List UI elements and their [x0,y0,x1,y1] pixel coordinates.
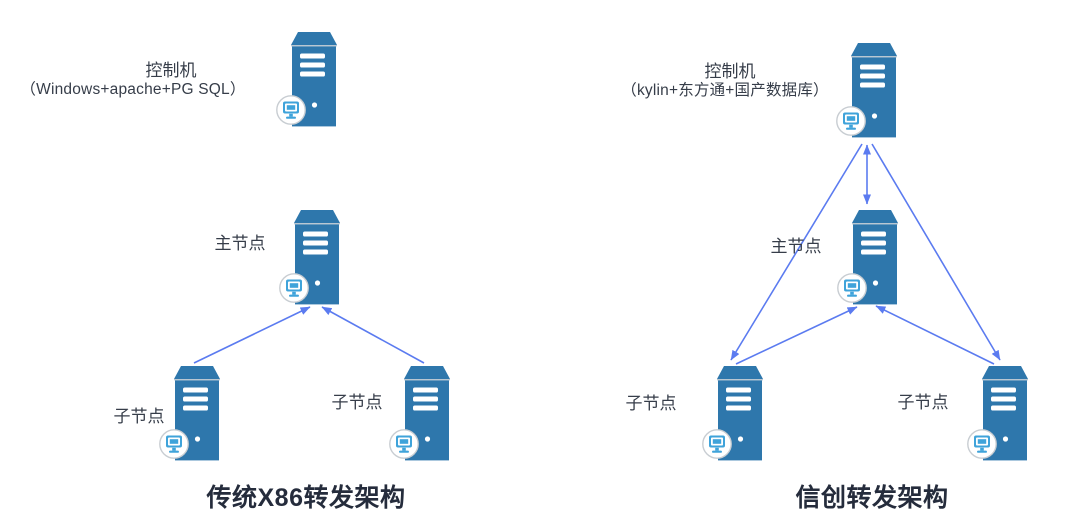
server-icon-x86-controller [274,31,338,129]
x86-master-label: 主节点 [214,234,266,253]
x86-child-left-label: 子节点 [113,407,165,426]
server-icon-x86-child-right [387,365,451,463]
server-icon-x86-master [277,209,341,307]
x86-controller-label: 控制机 [145,61,197,80]
server-icon-xc-controller [834,42,898,140]
server-icon-x86-child-left [157,365,221,463]
edge-x86-child-right-to-master [321,306,425,364]
xc-controller-stack-label: （kylin+东方通+国产数据库） [621,82,829,99]
x86-child-right-label: 子节点 [331,393,383,412]
x86-controller-stack-label: （Windows+apache+PG SQL） [20,81,246,98]
server-icon-xc-child-left [700,365,764,463]
xc-child-right-label: 子节点 [897,393,949,412]
xc-controller-label: 控制机 [704,62,756,81]
server-icon-xc-master [835,209,899,307]
xc-child-left-label: 子节点 [625,394,677,413]
edge-xc-child-left-to-master [735,306,858,365]
xc-master-label: 主节点 [770,237,822,256]
edge-x86-child-left-to-master [193,306,311,364]
edge-xc-child-right-to-master [875,305,995,365]
x86-diagram-title: 传统X86转发架构 [206,484,406,512]
server-icon-xc-child-right [965,365,1029,463]
xc-diagram-title: 信创转发架构 [795,484,949,512]
